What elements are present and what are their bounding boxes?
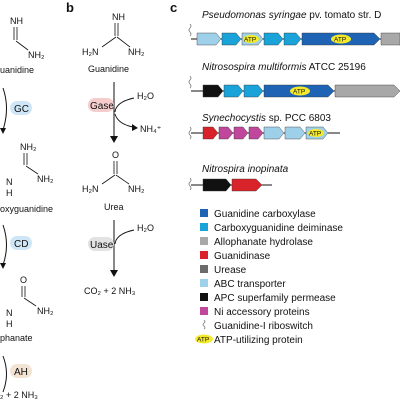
b-guan-nh2: NH₂ — [128, 47, 145, 57]
legend-carboxyguanidine-deiminase: Carboxyguanidine deiminase — [214, 223, 343, 234]
carboxy-nh2-right: NH₂ — [37, 174, 54, 184]
water-1: H₂O — [137, 91, 154, 101]
legend-swatch-ni-accessory — [200, 307, 208, 315]
ah-badge — [10, 364, 32, 378]
b-guanidine-label: Guanidine — [88, 64, 129, 74]
allo-h: H — [6, 319, 13, 329]
legend-swatch-allophanate-hydrolase — [200, 237, 208, 245]
b-urea-h2n: H₂N — [82, 184, 99, 194]
atp-1a: ATP — [244, 37, 256, 44]
final-product-b: CO₂ + 2 NH₃ — [84, 286, 136, 296]
organism-2-title: Nitrosospira multiformis ATCC 25196 — [202, 62, 366, 73]
arrow-a-3 — [2, 355, 7, 393]
operon-1: ATP ATP — [188, 23, 400, 46]
atp-1b: ATP — [334, 37, 346, 44]
panel-b: b NH H₂N NH₂ Guanidine Gase H₂O NH₄⁺ O H… — [66, 0, 162, 296]
gc-badge — [10, 101, 32, 115]
legend-urease: Urease — [214, 265, 247, 276]
panel-a: NH NH₂ uanidine GC NH₂ NH₂ N H oxyguanid… — [0, 16, 54, 400]
allo-o: O — [20, 275, 27, 285]
legend-riboswitch-icon — [202, 319, 206, 330]
arrow-a-2 — [2, 224, 7, 266]
organism-4-title: Nitrospira inopinata — [202, 164, 289, 175]
uase-badge — [88, 237, 114, 251]
carboxy-label: oxyguanidine — [0, 204, 53, 214]
arrow-a-1 — [2, 87, 7, 131]
b-urea-nh2: NH₂ — [128, 184, 145, 194]
enzyme-gase: Gase — [90, 101, 114, 112]
b-urea-o: O — [112, 150, 119, 160]
riboswitch-icon — [188, 23, 192, 37]
organism-3-title: Synechocystis sp. PCC 6803 — [202, 113, 331, 124]
b-guan-h2n: H₂N — [82, 47, 99, 57]
atp-3: ATP — [309, 131, 321, 138]
enzyme-ah: AH — [14, 367, 28, 378]
legend-atp-badge-text: ATP — [197, 337, 209, 344]
carboxy-h: H — [6, 188, 13, 198]
b-urea-label: Urea — [104, 202, 124, 212]
enzyme-cd: CD — [14, 239, 28, 250]
guanidine-a-nh2: NH₂ — [28, 50, 45, 60]
water-2: H₂O — [137, 223, 154, 233]
enzyme-uase: Uase — [90, 240, 114, 251]
operon-3: ATP — [188, 126, 340, 140]
legend-swatch-guanidine-carboxylase — [200, 209, 208, 217]
operon-4 — [188, 177, 272, 192]
allophanate-label: phanate — [0, 333, 33, 343]
legend-swatch-urease — [200, 265, 208, 273]
enzyme-gc: GC — [14, 104, 29, 115]
gase-badge — [88, 98, 114, 112]
legend-swatch-apc-permease — [200, 293, 208, 301]
carboxy-n: N — [6, 177, 13, 187]
legend-apc-permease: APC superfamily permease — [214, 293, 336, 304]
legend-swatch-abc-transporter — [200, 279, 208, 287]
carboxy-nh2-top: NH₂ — [20, 142, 37, 152]
guanidine-a-nh: NH — [10, 16, 23, 26]
ammonium: NH₄⁺ — [140, 124, 162, 134]
legend-guanidine-carboxylase: Guanidine carboxylase — [214, 209, 316, 220]
legend-abc-transporter: ABC transporter — [214, 279, 286, 290]
organism-1-title: Pseudomonas syringae pv. tomato str. D — [202, 10, 381, 21]
legend-swatch-carboxyguanidine-deiminase — [200, 223, 208, 231]
legend: Guanidine carboxylase Carboxyguanidine d… — [195, 209, 343, 346]
legend-guanidinase: Guanidinase — [214, 251, 271, 262]
legend-atp-utilizing: ATP-utilizing protein — [214, 335, 303, 346]
panel-letter-c: c — [170, 0, 177, 15]
guanidine-a-label: uanidine — [0, 65, 34, 75]
operon-2: ATP — [188, 75, 400, 98]
legend-atp-badge — [195, 334, 213, 344]
allo-nh2: NH₂ — [37, 306, 54, 316]
allo-n: N — [6, 308, 13, 318]
b-guan-nh: NH — [112, 12, 125, 22]
panel-c: c Pseudomonas syringae pv. tomato str. D… — [170, 0, 400, 346]
legend-allophanate-hydrolase: Allophanate hydrolase — [214, 237, 313, 248]
panel-letter-b: b — [66, 0, 74, 15]
final-product-a: ₂ + 2 NH₃ — [0, 390, 38, 400]
legend-riboswitch: Guanidine-I riboswitch — [214, 321, 313, 332]
legend-swatch-guanidinase — [200, 251, 208, 259]
legend-ni-accessory: Ni accessory proteins — [214, 307, 310, 318]
cd-badge — [10, 236, 32, 250]
atp-2: ATP — [293, 89, 305, 96]
